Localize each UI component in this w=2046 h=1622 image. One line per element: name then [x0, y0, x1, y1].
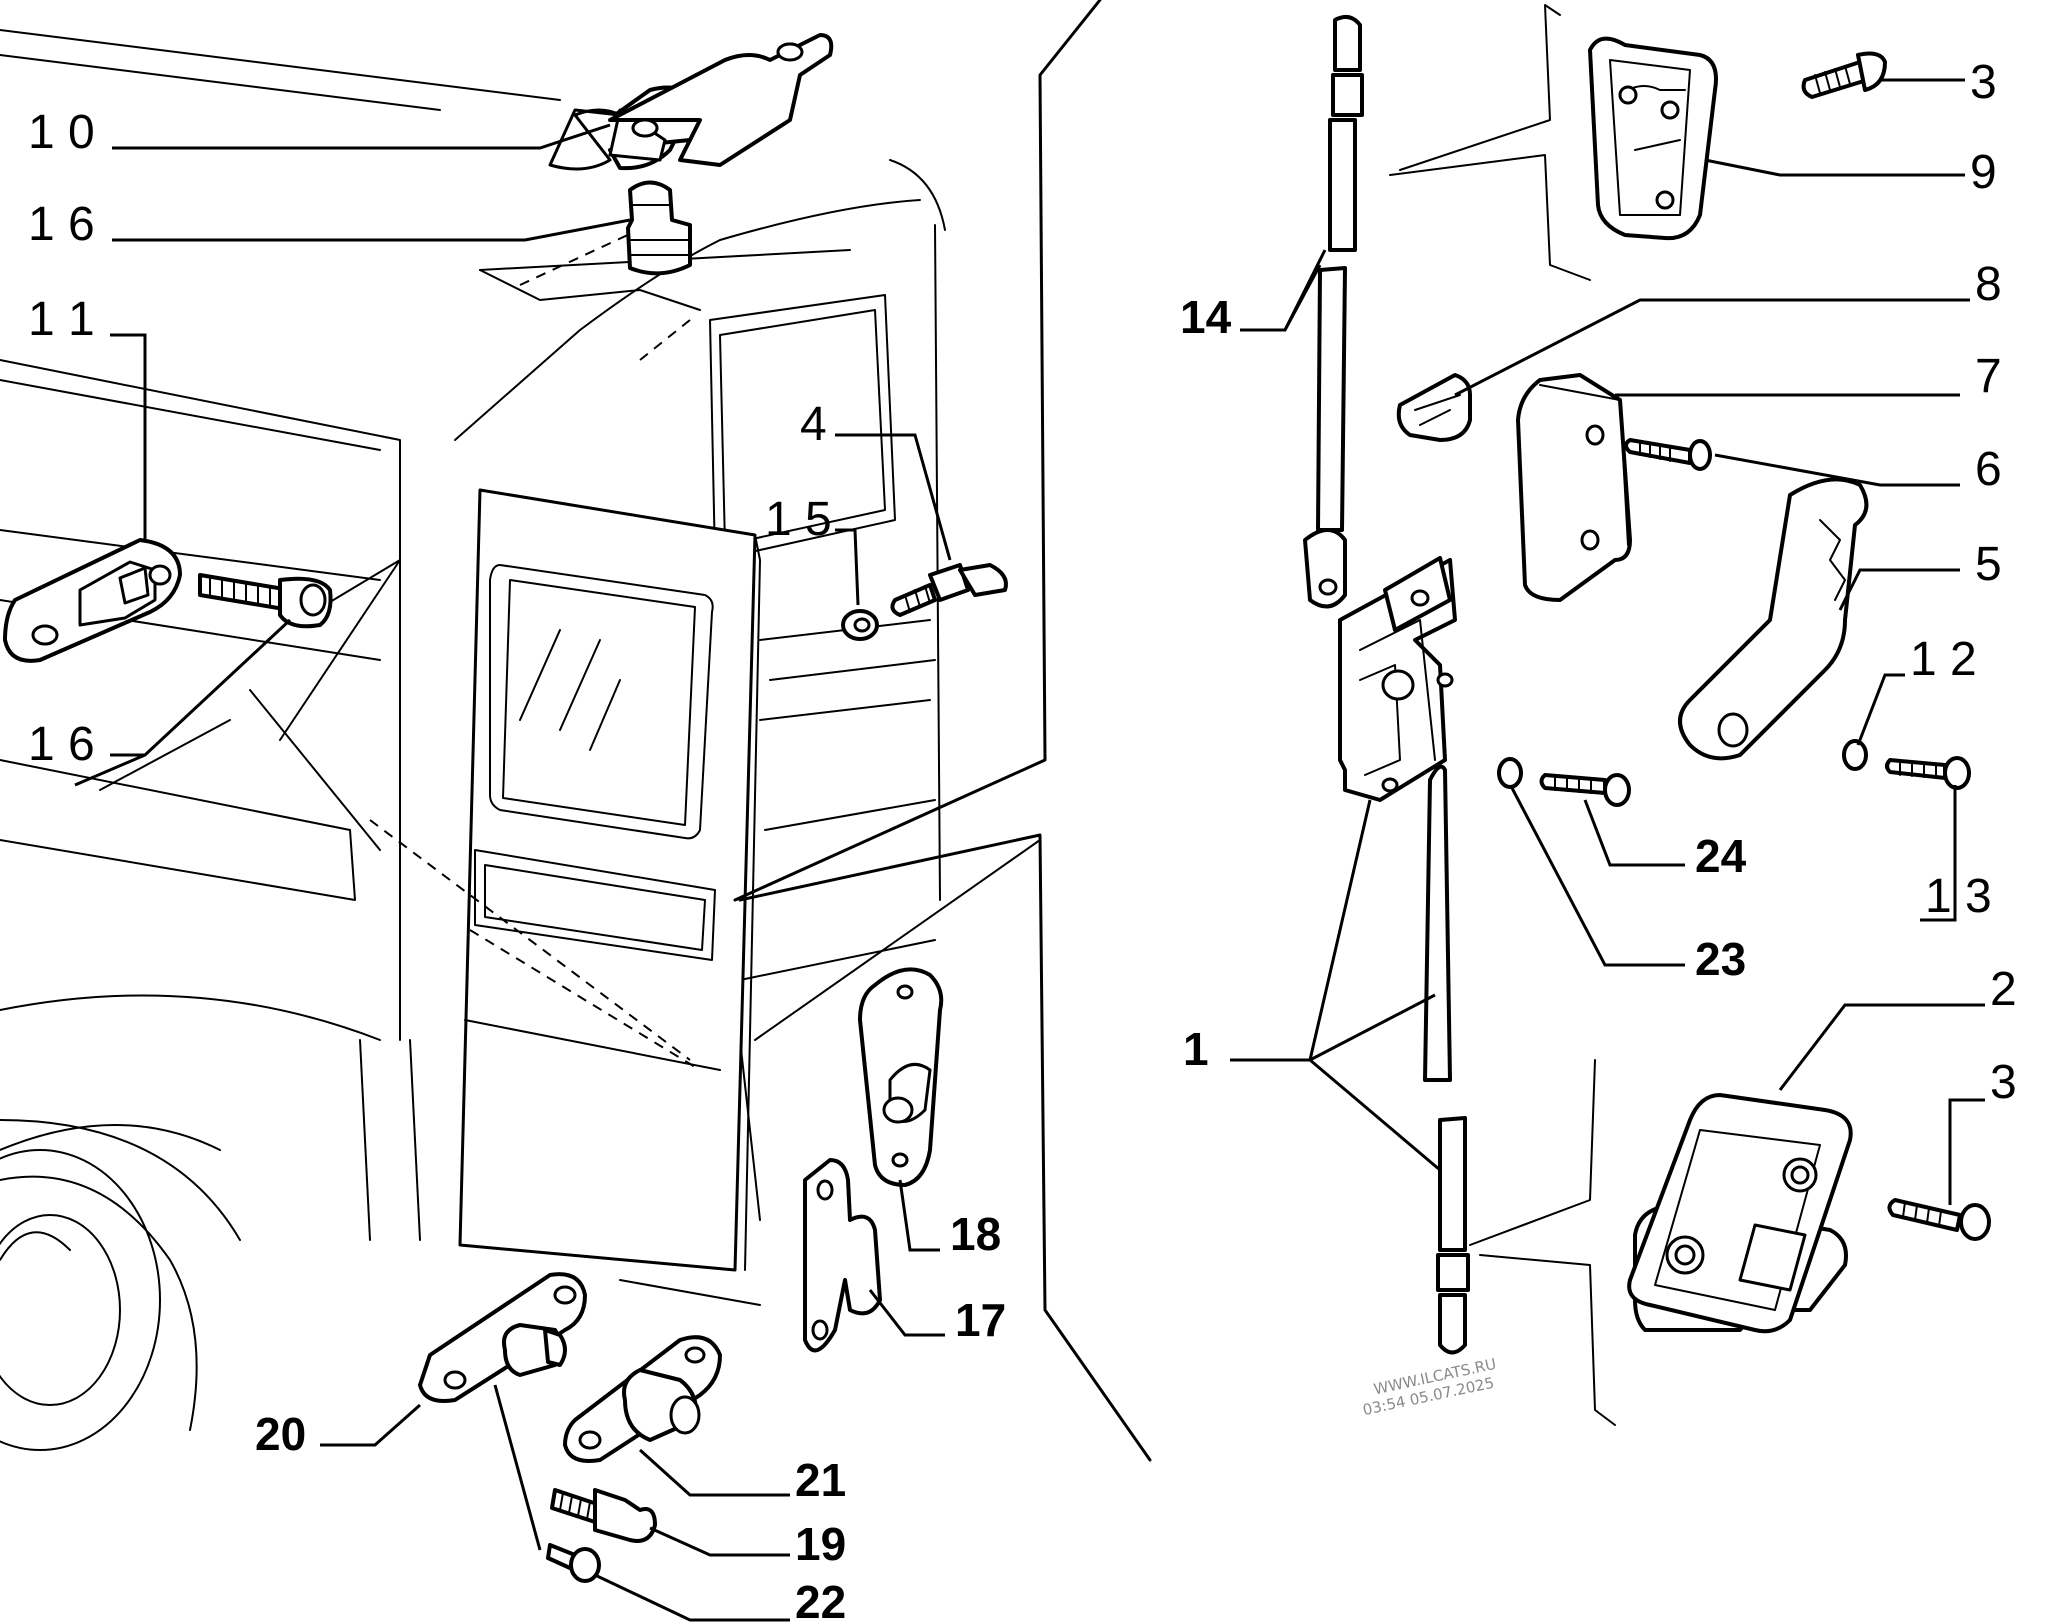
part-15-washer [841, 609, 879, 641]
callout-18: 18 [950, 1208, 1001, 1260]
watermark: WWW.ILCATS.RU 03:54 05.07.2025 [1361, 1355, 1498, 1419]
callout-labels: 1 0 1 6 1 1 1 6 4 1 5 14 1 3 9 8 7 6 5 1… [28, 56, 2017, 1622]
callout-15: 1 5 [765, 493, 832, 546]
part-20-buffer-plate [418, 1272, 587, 1403]
callout-19: 19 [795, 1518, 846, 1570]
part-3-bolt-lower [1887, 1198, 1991, 1241]
part-8-clip [1396, 373, 1472, 442]
part-12-washer [1842, 739, 1868, 771]
part-17-clip [803, 1158, 882, 1353]
callout-14: 14 [1180, 291, 1232, 343]
callout-16-upper: 1 6 [28, 198, 95, 251]
part-13-bolt [1885, 756, 1971, 790]
callout-9: 9 [1970, 146, 1997, 199]
callout-12: 1 2 [1910, 633, 1977, 686]
callout-2: 2 [1990, 963, 2017, 1016]
callout-4: 4 [800, 398, 827, 451]
callout-8: 8 [1975, 258, 2002, 311]
callout-16-lower: 1 6 [28, 718, 95, 771]
van-outline [0, 29, 946, 1451]
part-5-handle [1678, 477, 1869, 761]
callout-7: 7 [1975, 350, 2002, 403]
callout-1: 1 [1183, 1023, 1209, 1075]
part-24-bolt [1539, 773, 1631, 807]
callout-6: 6 [1975, 443, 2002, 496]
part-3-screw-upper [1801, 51, 1887, 99]
callout-24: 24 [1695, 830, 1747, 882]
part-18-plate [858, 967, 944, 1187]
part-23-washer [1497, 757, 1523, 789]
callout-10: 1 0 [28, 106, 95, 159]
part-22-screw [546, 1543, 601, 1583]
part-16-bolt-lower [198, 573, 333, 629]
part-7-block [1516, 373, 1632, 602]
callout-3-lower: 3 [1990, 1056, 2017, 1109]
part-16-stud-upper [626, 180, 692, 276]
part-4-bolt [890, 563, 1008, 617]
callout-11: 1 1 [28, 293, 95, 346]
callout-23: 23 [1695, 933, 1746, 985]
callout-5: 5 [1975, 538, 2002, 591]
part-21-bumper [563, 1335, 722, 1463]
part-19-bumpstop [550, 1488, 657, 1543]
part-6-bolt [1624, 438, 1712, 471]
callout-13: 1 3 [1925, 870, 1992, 923]
part-14-rod-upper [1303, 14, 1364, 609]
leader-lines [74, 78, 1985, 1622]
part-2-housing [1627, 1093, 1853, 1334]
part-10-bracket [548, 33, 834, 171]
callout-22: 22 [795, 1576, 846, 1622]
callout-21: 21 [795, 1454, 846, 1506]
part-1-lock-assembly [1338, 556, 1470, 1355]
part-11-plate [3, 538, 182, 663]
section-dividers [733, 0, 1616, 1462]
callout-20: 20 [255, 1408, 306, 1460]
part-9-housing [1588, 36, 1718, 241]
callout-3-upper: 3 [1970, 56, 1997, 109]
callout-17: 17 [955, 1294, 1006, 1346]
